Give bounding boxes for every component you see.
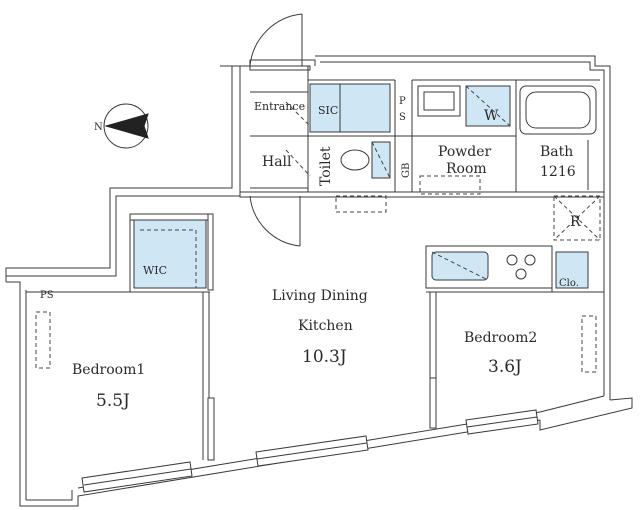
label-hall: Hall: [262, 154, 292, 170]
label-powder-2: Room: [446, 161, 487, 177]
label-bedroom1: Bedroom1: [72, 362, 145, 378]
label-living-1: Living Dining: [272, 288, 368, 304]
label-closet: Clo.: [559, 278, 579, 289]
label-living-area: 10.3J: [302, 347, 347, 367]
label-ps-left: PS: [40, 290, 54, 301]
label-wic: WIC: [143, 264, 167, 277]
label-ps-top-s: S: [399, 112, 406, 123]
compass-north-label: N: [94, 122, 103, 133]
label-refrigerator: R: [570, 214, 581, 230]
compass-icon: N: [94, 103, 149, 149]
label-bedroom2: Bedroom2: [464, 330, 537, 346]
label-washer: W: [484, 108, 499, 124]
windows: [81, 377, 539, 493]
room-labels: Entrance SIC P S Hall Toilet GB Powder R…: [40, 96, 581, 411]
entrance-door: [249, 13, 303, 247]
sic-closet: [309, 83, 391, 133]
label-sic: SIC: [318, 104, 338, 117]
label-bath-size: 1216: [540, 164, 576, 180]
label-gb: GB: [401, 163, 412, 178]
label-toilet: Toilet: [318, 146, 334, 186]
label-powder-1: Powder: [438, 144, 492, 160]
outer-walls: [5, 55, 633, 507]
bathtub: [519, 85, 597, 190]
wic-closet: [133, 219, 207, 289]
label-bath: Bath: [540, 144, 573, 160]
kitchen-counter: [425, 195, 601, 289]
interior-doors: [35, 101, 597, 373]
label-bedroom2-area: 3.6J: [488, 357, 522, 377]
label-bedroom1-area: 5.5J: [96, 391, 130, 411]
label-entrance: Entrance: [254, 100, 305, 113]
powder-fixtures: [417, 85, 511, 195]
label-living-2: Kitchen: [298, 318, 353, 334]
label-ps-top-p: P: [399, 96, 406, 107]
toilet-fixture: [335, 141, 391, 213]
